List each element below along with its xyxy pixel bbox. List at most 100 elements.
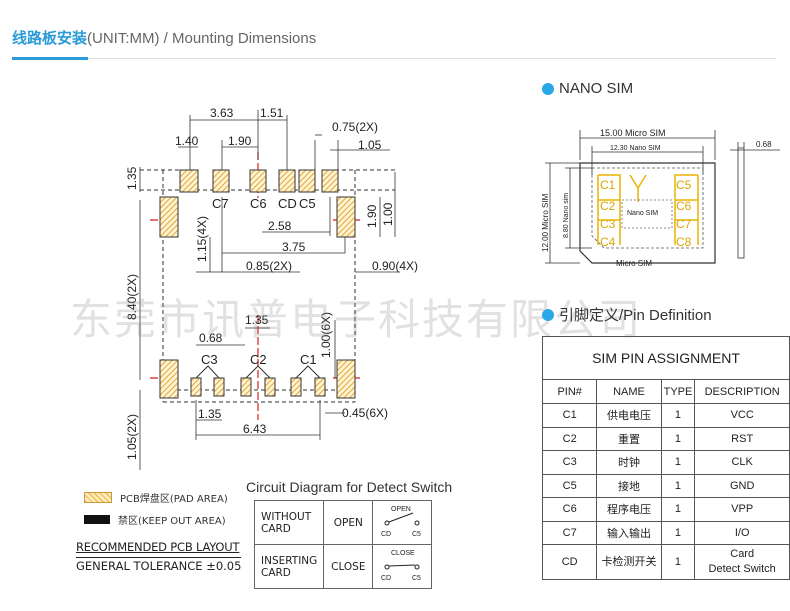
contact-c3: C3 <box>600 217 616 231</box>
legend-keepout-text: 禁区(KEEP OUT AREA) <box>118 516 226 527</box>
circuit-row-open: WITHOUT CARD OPEN OPEN CD C5 <box>253 500 433 545</box>
circuit-table: WITHOUT CARD OPEN OPEN CD C5 INSERTING C… <box>253 500 433 589</box>
legend-keepout: 禁区(KEEP OUT AREA) <box>84 512 226 527</box>
cell-desc: RST <box>694 426 790 451</box>
page-title-en: (UNIT:MM) / Mounting Dimensions <box>87 30 317 47</box>
switch-close-cd: CD <box>381 575 391 582</box>
pad-top-c6 <box>249 169 267 193</box>
switch-close-label: CLOSE <box>391 550 415 557</box>
contact-c6: C6 <box>676 199 692 213</box>
dim-1.00b: 1.00(6X) <box>319 312 333 358</box>
cell-type: 1 <box>660 450 696 475</box>
switch-close-icon: CLOSE CD C5 <box>372 544 433 589</box>
circuit-action: CLOSE <box>323 544 374 589</box>
circuit-title: Circuit Diagram for Detect Switch <box>246 479 453 495</box>
nano-sim-drawing: 15.00 Micro SIM 12.30 Nano SIM 12.00 Mic… <box>541 128 780 268</box>
pin-label-c2: C2 <box>250 352 267 367</box>
pad-bottom-4 <box>264 377 276 397</box>
pin-definition-heading-text: 引脚定义/Pin Definition <box>559 307 712 324</box>
dim-0.68: 0.68 <box>199 331 223 345</box>
cell-desc: GND <box>694 473 790 498</box>
cell-name: 时钟 <box>596 450 662 475</box>
nano-bottom-label: Micro SIM <box>616 259 652 268</box>
pad-bottom-1 <box>190 377 202 397</box>
nano-h-nano: 8.80 Nano sim <box>563 193 570 238</box>
cell-type: 1 <box>660 473 696 498</box>
cell-pin: C1 <box>541 403 598 428</box>
col-header-description: DESCRIPTION <box>694 379 790 404</box>
pin-label-c7: C7 <box>212 196 229 211</box>
dim-1.35b: 1.35 <box>245 313 269 327</box>
cell-type: 1 <box>660 497 696 522</box>
switch-open-label: OPEN <box>391 506 411 513</box>
pad-side-br <box>336 359 356 399</box>
cell-desc-line2: Detect Switch <box>708 563 776 575</box>
cell-name: 卡检测开关 <box>596 544 662 580</box>
contact-c2: C2 <box>600 199 616 213</box>
switch-open-cd: CD <box>381 531 391 538</box>
bullet-icon <box>542 308 554 321</box>
contact-c8: C8 <box>676 235 692 249</box>
contact-c1: C1 <box>600 178 616 192</box>
dim-1.40: 1.40 <box>175 134 199 148</box>
col-header-pin: PIN# <box>541 379 598 404</box>
switch-close-c5: C5 <box>412 575 421 582</box>
pad-top-c7 <box>212 169 230 193</box>
legend-keepout-swatch <box>84 515 110 524</box>
dim-1.51: 1.51 <box>260 106 284 120</box>
col-header-type: TYPE <box>660 379 696 404</box>
pin-label-c1: C1 <box>300 352 317 367</box>
switch-open-icon: OPEN CD C5 <box>372 500 433 545</box>
dim-1.35c: 1.35 <box>198 407 222 421</box>
page-title: 线路板安装(UNIT:MM) / Mounting Dimensions <box>12 27 316 48</box>
pad-top-1 <box>179 169 199 193</box>
nano-w-nano: 12.30 Nano SIM <box>610 145 661 152</box>
dim-6.43: 6.43 <box>243 422 267 436</box>
cell-pin: C2 <box>541 426 598 451</box>
cell-desc: CLK <box>694 450 790 475</box>
pad-side-tl <box>159 196 179 238</box>
cell-pin: C3 <box>541 450 598 475</box>
general-tolerance: GENERAL TOLERANCE ±0.05 <box>76 557 242 573</box>
contact-c4: C4 <box>600 235 616 249</box>
circuit-row-close: INSERTING CARD CLOSE CLOSE CD C5 <box>253 544 433 589</box>
cell-type: 1 <box>660 426 696 451</box>
pad-top-c5 <box>298 169 316 193</box>
pcb-layout-drawing: 3.63 1.51 0.75(2X) 1.40 1.90 1.05 1.35 2… <box>125 106 418 470</box>
dim-0.75: 0.75(2X) <box>332 120 378 134</box>
dim-3.63: 3.63 <box>210 106 234 120</box>
pad-bottom-2 <box>213 377 225 397</box>
nano-w-micro: 15.00 Micro SIM <box>600 128 666 138</box>
pad-top-cd <box>278 169 296 193</box>
circuit-state: INSERTING CARD <box>253 544 325 589</box>
cell-desc: I/O <box>694 520 790 545</box>
nano-h-micro: 12.00 Micro SIM <box>541 193 550 252</box>
cell-name: 供电电压 <box>596 403 662 428</box>
cell-desc-line1: Card <box>730 548 755 560</box>
dim-1.05b: 1.05(2X) <box>125 414 139 460</box>
header-rule <box>12 58 776 59</box>
dim-0.45: 0.45(6X) <box>342 406 388 420</box>
pads <box>159 169 356 399</box>
nano-inner-label: Nano SIM <box>627 210 658 217</box>
cell-type: 1 <box>660 544 696 580</box>
nano-sim-heading: NANO SIM <box>542 80 633 97</box>
cell-name: 接地 <box>596 473 662 498</box>
dim-1.05: 1.05 <box>358 138 382 152</box>
pin-label-c5: C5 <box>299 196 316 211</box>
dim-0.85: 0.85(2X) <box>246 259 292 273</box>
cell-name: 重置 <box>596 426 662 451</box>
dim-1.00: 1.00 <box>381 202 395 226</box>
pad-side-bl <box>159 359 179 399</box>
pin-assignment-table: SIM PIN ASSIGNMENT PIN# NAME TYPE DESCRI… <box>541 336 790 580</box>
circuit-state: WITHOUT CARD <box>253 500 325 545</box>
pad-side-tr <box>336 196 356 238</box>
contact-c7: C7 <box>676 217 692 231</box>
circuit-action: OPEN <box>323 500 374 545</box>
contact-c5: C5 <box>676 178 692 192</box>
